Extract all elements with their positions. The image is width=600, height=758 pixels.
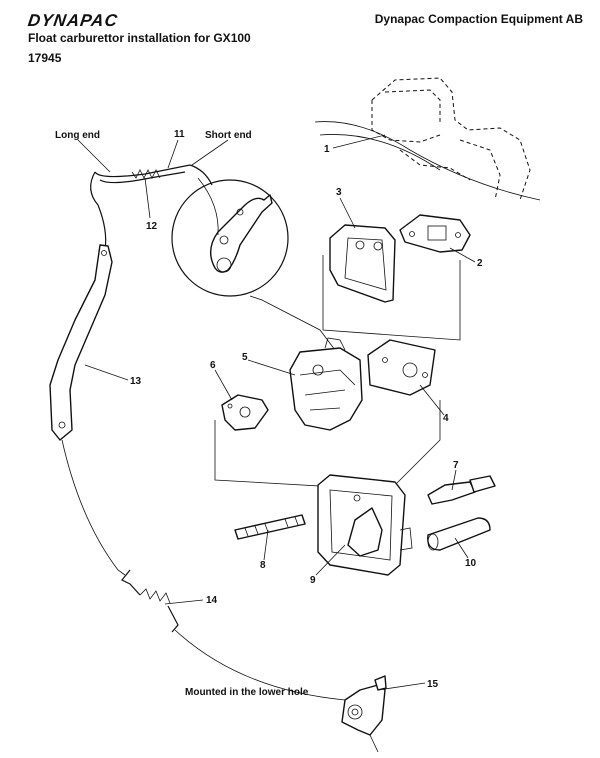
- part-label-2: 2: [477, 258, 483, 269]
- part-label-4: 4: [443, 413, 449, 424]
- gasket-part-3: [322, 224, 461, 341]
- part-label-10: 10: [465, 558, 477, 569]
- carburettor-part-5: [289, 337, 363, 431]
- part-label-14: 14: [206, 595, 218, 606]
- long-end-label: Long end: [55, 130, 100, 141]
- company-name: Dynapac Compaction Equipment AB: [374, 12, 583, 26]
- gasket-part-2: [399, 214, 471, 253]
- part-label-1: 1: [324, 144, 330, 155]
- part-label-6: 6: [210, 360, 216, 371]
- spring-part-11: [90, 164, 213, 251]
- engine-outline: [314, 77, 541, 201]
- part-label-8: 8: [260, 560, 266, 571]
- tube-part-10: [427, 517, 491, 551]
- part-label-5: 5: [242, 352, 248, 363]
- part-label-9: 9: [310, 575, 316, 586]
- governor-arm-part-15: [341, 675, 387, 753]
- short-end-label: Short end: [205, 130, 252, 141]
- gasket-part-6: [221, 394, 269, 431]
- part-label-7: 7: [453, 460, 459, 471]
- air-filter-base-part-9: [317, 474, 413, 576]
- lever-part-13: [49, 244, 113, 441]
- part-label-11: 11: [174, 129, 185, 140]
- lower-hole-label: Mounted in the lower hole: [185, 687, 309, 698]
- document-number: 17945: [28, 51, 62, 65]
- governor-arm-detail: [171, 177, 336, 351]
- spring-part-14: [61, 439, 346, 701]
- fitting-part-7: [427, 475, 496, 505]
- page-title: Float carburettor installation for GX100: [28, 31, 251, 45]
- part-label-15: 15: [427, 679, 439, 690]
- part-label-3: 3: [336, 187, 342, 198]
- part-label-13: 13: [130, 376, 142, 387]
- part-label-12: 12: [146, 221, 158, 232]
- stud-bolt-part-8: [234, 514, 306, 540]
- leader-lines: [77, 134, 476, 691]
